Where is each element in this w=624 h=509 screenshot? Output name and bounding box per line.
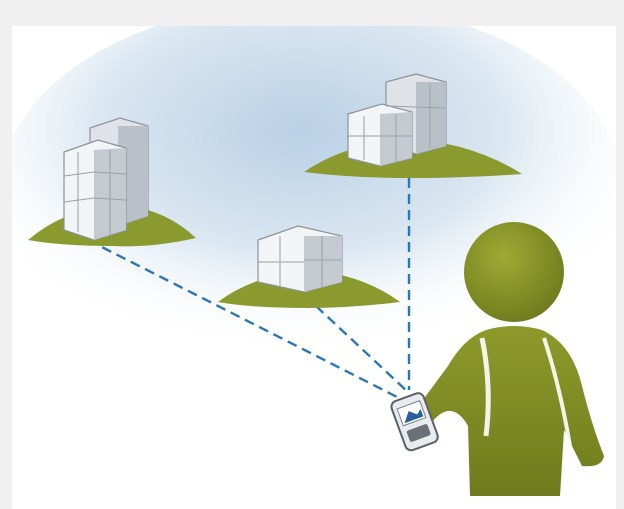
- diagram-frame: [12, 26, 616, 509]
- person-head: [464, 222, 564, 322]
- diagram-canvas: [12, 26, 616, 509]
- office-building-icon: [258, 226, 342, 292]
